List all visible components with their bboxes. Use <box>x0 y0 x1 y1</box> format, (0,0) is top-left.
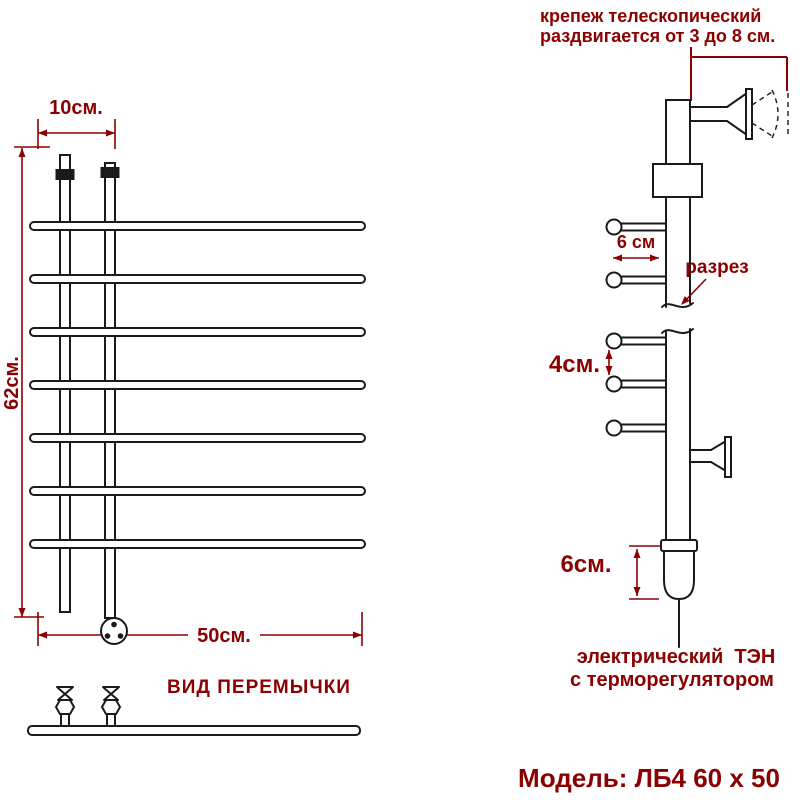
crossbar-drawing <box>27 686 361 736</box>
side-view: крепеж телескопический раздвигается от 3… <box>540 6 789 691</box>
mount-note-bracket <box>690 47 788 101</box>
valve-fitting <box>54 686 76 727</box>
dim-6cm-label: 6 см <box>617 232 655 252</box>
heating-element <box>660 539 698 648</box>
dim-10cm: 10см. <box>37 97 116 149</box>
bottom-flange <box>100 617 128 645</box>
bolt-hole <box>117 633 124 639</box>
heater-collar <box>660 539 698 552</box>
heater-height-label: 6см. <box>560 551 611 578</box>
right-riser <box>104 162 116 619</box>
dim-62cm: 62см. <box>1 146 50 618</box>
crossbar-tube <box>27 725 361 736</box>
dim-6cm-offset: 6 см <box>613 232 659 262</box>
dim-62cm-label: 62см. <box>1 356 23 410</box>
rung <box>29 221 366 231</box>
heater-bulb <box>663 550 695 601</box>
rung <box>29 539 366 549</box>
dim-50cm-label: 50см. <box>197 625 251 647</box>
wall-plate <box>745 88 753 140</box>
section-label: разрез <box>685 257 748 278</box>
right-riser-collar <box>100 167 120 178</box>
bolt-hole <box>111 621 117 628</box>
mount-block <box>652 163 703 198</box>
extended-position-ghost <box>771 89 779 139</box>
model-label: Модель: ЛБ4 60 х 50 <box>518 763 780 793</box>
valve-fitting <box>100 686 122 727</box>
dim-4cm-gap: 4см. <box>549 350 613 378</box>
mount-note-line2: раздвигается от 3 до 8 см. <box>540 26 775 46</box>
side-riser <box>661 99 694 543</box>
dim-50cm: 50см. <box>37 612 363 647</box>
lower-wall-bracket <box>689 436 732 478</box>
rung <box>29 486 366 496</box>
dim-4cm-label: 4см. <box>549 351 600 378</box>
rung <box>29 327 366 337</box>
rung <box>29 380 366 390</box>
break-line <box>661 328 694 334</box>
left-riser-collar <box>55 169 75 180</box>
break-line <box>661 302 694 308</box>
bolt-hole <box>104 633 111 639</box>
dim-10cm-label: 10см. <box>49 97 103 119</box>
dim-6cm-heater: 6см. <box>560 545 661 600</box>
lower-rung-ends <box>605 332 667 437</box>
heater-label-line1: электрический ТЭН <box>577 646 776 668</box>
heater-label-line2: с терморегулятором <box>570 669 774 691</box>
front-view: 62см. 10см. <box>1 97 366 736</box>
telescopic-bracket <box>689 88 789 140</box>
rung <box>29 433 366 443</box>
crossbar-view-label: ВИД ПЕРЕМЫЧКИ <box>167 677 351 698</box>
section-callout: разрез <box>681 257 749 305</box>
dim-label-mask <box>188 622 260 646</box>
rung <box>29 274 366 284</box>
upper-rung-ends <box>605 218 667 289</box>
wall-plate <box>724 436 732 478</box>
mount-note-line1: крепеж телескопический <box>540 6 761 26</box>
rungs <box>29 221 366 549</box>
